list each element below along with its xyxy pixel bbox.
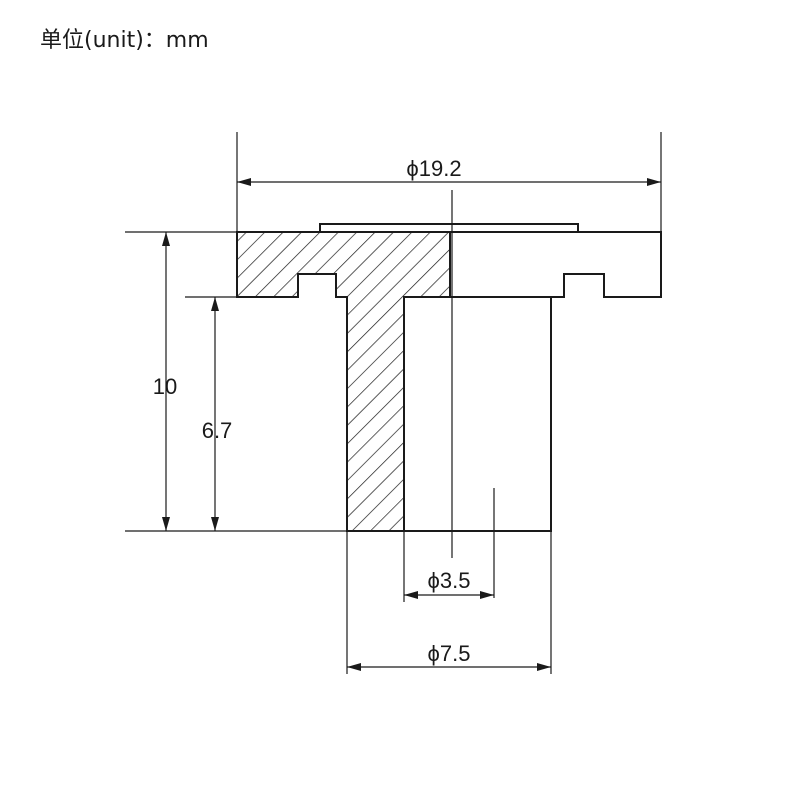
section-hatch [236,231,451,532]
dim-shank-diameter-label: ϕ7.5 [428,641,471,666]
dim-shank-diameter: ϕ7.5 [347,641,551,671]
top-plate [319,223,579,232]
dim-total-height-label: 10 [153,374,177,399]
flange-outline-right [450,231,662,298]
dim-outer-diameter-label: ϕ19.2 [406,156,461,181]
dim-outer-diameter: ϕ19.2 [237,156,661,186]
unit-label: 单位(unit)：mm [40,28,209,53]
dim-inner-diameter-label: ϕ3.5 [428,568,471,593]
dim-shank-height-label: 6.7 [202,418,233,443]
shank-outline-right [404,296,552,532]
dim-inner-diameter: ϕ3.5 [404,568,494,599]
dim-shank-height: 6.7 [202,297,233,531]
dim-total-height: 10 [153,232,177,531]
